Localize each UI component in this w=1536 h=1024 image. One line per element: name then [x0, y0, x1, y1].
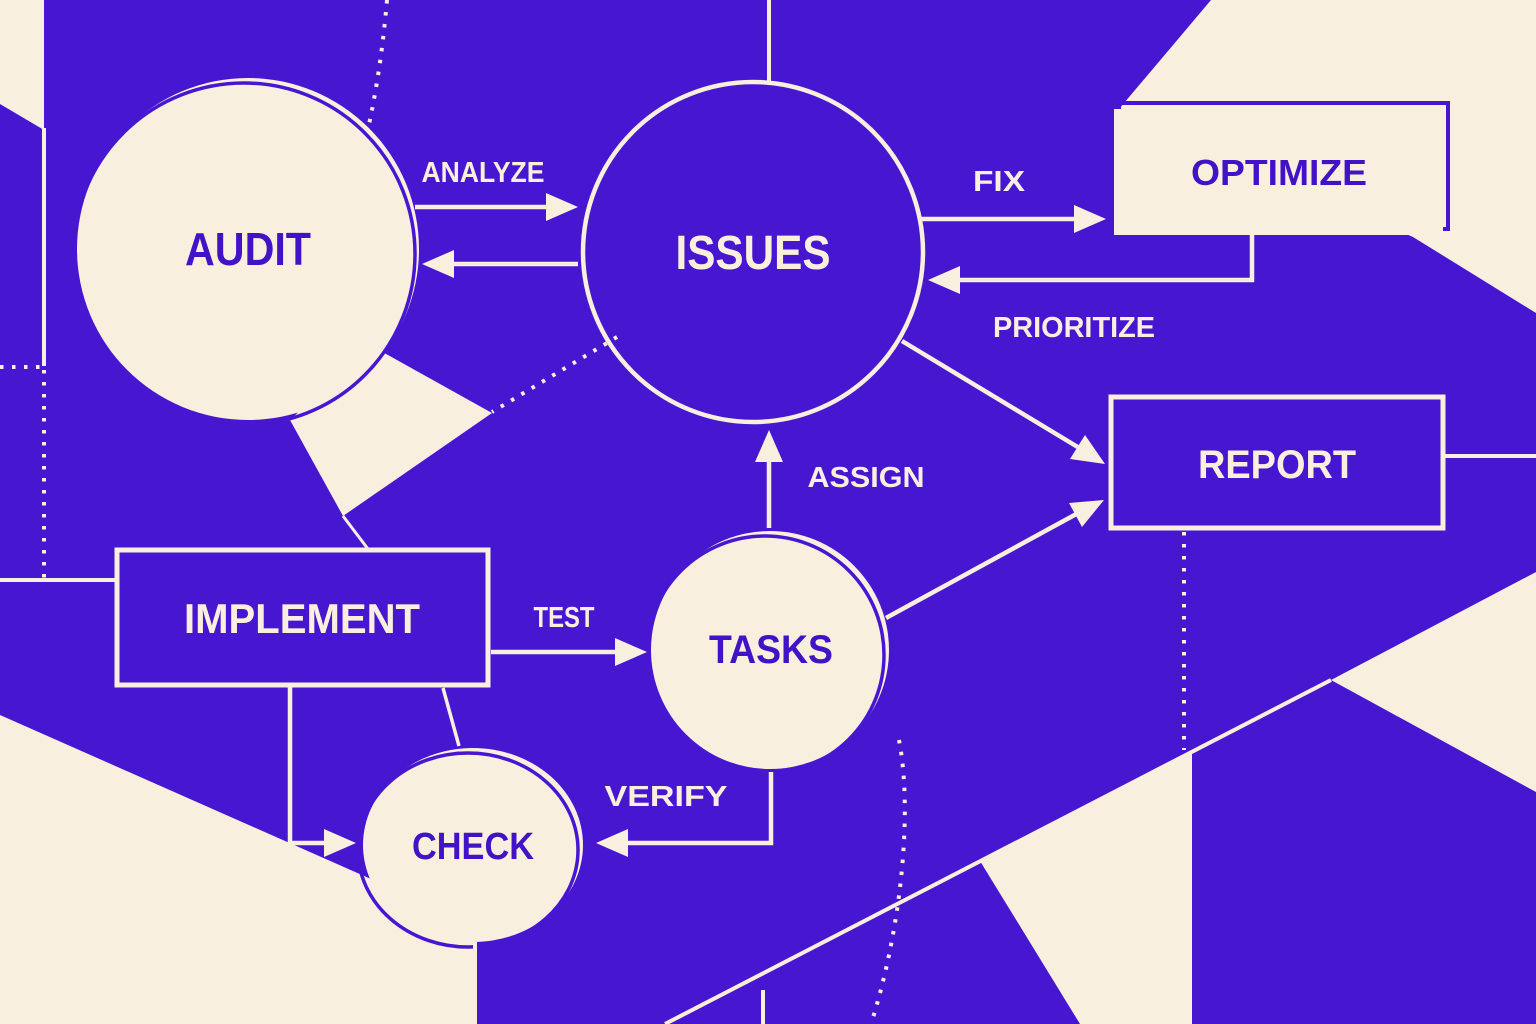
- node-audit-label: AUDIT: [185, 223, 311, 275]
- node-shapes: [71, 78, 1450, 949]
- arrowhead-tasks-report: [1069, 500, 1104, 527]
- edge-prioritize-label: PRIORITIZE: [993, 312, 1155, 344]
- node-tasks-offset-outline: [644, 534, 886, 776]
- arrowhead-assign: [755, 430, 783, 462]
- node-implement-label: IMPLEMENT: [184, 595, 420, 642]
- decor-bottomleft-wedge: [0, 715, 475, 1024]
- edge-test-label: TEST: [534, 602, 595, 634]
- edge-assign-label: ASSIGN: [808, 462, 925, 494]
- decor-line-big-diagonal: [664, 678, 1332, 1024]
- decor-bottomright-triangle: [980, 753, 1190, 1024]
- node-implement-shape: [114, 547, 491, 688]
- decor-topleft-strip: [0, 0, 44, 130]
- edge-fix-label: FIX: [973, 166, 1026, 198]
- decor-line-implement-check: [441, 687, 461, 747]
- node-tasks-shape: [651, 531, 889, 769]
- node-tasks-label: TASKS: [709, 628, 833, 672]
- node-audit-offset-outline: [71, 81, 417, 427]
- decor-dotted-bottom-arc: [869, 739, 907, 1024]
- arrowhead-analyze: [546, 193, 578, 221]
- node-report-shape: [1108, 394, 1446, 531]
- node-audit-shape: [77, 78, 419, 420]
- node-optimize-label: OPTIMIZE: [1191, 152, 1367, 193]
- node-labels: AUDIT ISSUES OPTIMIZE REPORT IMPLEMENT T…: [184, 152, 1367, 868]
- edge-tasks-report-line: [884, 510, 1082, 620]
- arrowhead-issues-audit: [422, 250, 454, 278]
- edge-lines: [287, 204, 1255, 846]
- arrowhead-implement-check: [324, 829, 356, 857]
- node-report-label: REPORT: [1198, 443, 1356, 487]
- decor-dotted-lines: [0, 0, 1186, 1024]
- node-check-label: CHECK: [412, 826, 534, 868]
- node-check-offset-outline: [356, 751, 580, 949]
- arrowhead-verify: [596, 829, 628, 857]
- edge-labels: ANALYZE FIX PRIORITIZE ASSIGN TEST VERIF…: [422, 157, 1156, 813]
- node-optimize-shape: [1114, 109, 1443, 235]
- arrowhead-fix: [1074, 205, 1106, 233]
- node-check-shape: [363, 748, 583, 942]
- edge-issues-report-line: [900, 339, 1083, 451]
- decor-dotted-issues-diagonal: [490, 335, 619, 414]
- decor-line-diamond-connector: [341, 515, 370, 550]
- edge-arrowheads: [324, 193, 1106, 857]
- edge-prioritize-line: [960, 235, 1255, 283]
- decor-dotted-audit-arc: [366, 0, 389, 130]
- edge-analyze-label: ANALYZE: [422, 157, 545, 189]
- decor-right-triangle: [1331, 572, 1536, 792]
- node-issues-shape: [580, 79, 926, 425]
- edge-verify-label: VERIFY: [605, 781, 728, 813]
- arrowhead-test: [615, 638, 647, 666]
- edge-verify-line: [626, 772, 774, 846]
- arrowhead-issues-report: [1070, 435, 1105, 464]
- edge-implement-check-line: [287, 687, 326, 846]
- arrowhead-prioritize: [928, 266, 960, 294]
- node-issues-label: ISSUES: [676, 227, 831, 280]
